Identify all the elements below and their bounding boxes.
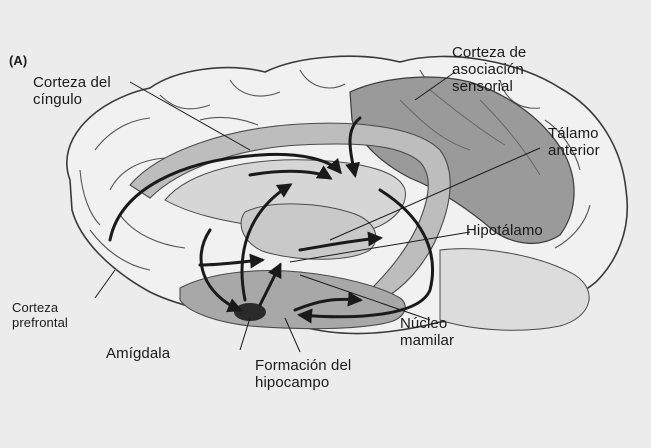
label-corteza-prefrontal: Corteza prefrontal	[12, 300, 68, 330]
label-talamo-anterior: Tálamo anterior	[548, 125, 600, 159]
label-corteza-asociacion: Corteza de asociación sensorial	[452, 44, 526, 95]
label-corteza-cingulo: Corteza del cíngulo	[33, 74, 111, 108]
panel-label: (A)	[9, 52, 27, 69]
label-hipotalamo: Hipotálamo	[466, 222, 543, 239]
label-formacion-hipocampo: Formación del hipocampo	[255, 357, 351, 391]
label-nucleo-mamilar: Núcleo mamilar	[400, 315, 454, 349]
label-amigdala: Amígdala	[106, 345, 170, 362]
